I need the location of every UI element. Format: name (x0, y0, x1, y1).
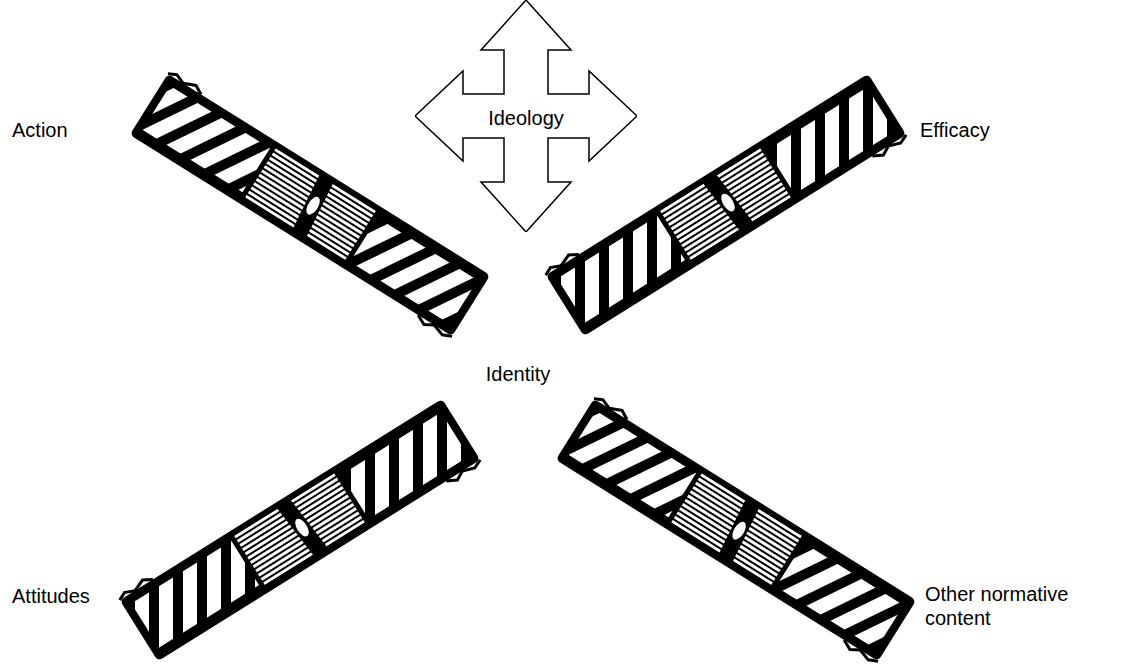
label-text: Attitudes (12, 585, 90, 607)
corner-label: Action (12, 118, 68, 142)
label-text: Efficacy (920, 119, 990, 141)
four-way-arrow: Ideology (415, 0, 637, 232)
corner-label: Attitudes (12, 584, 90, 608)
label-text: Other normative content (925, 583, 1068, 629)
corner-label: Efficacy (920, 118, 990, 142)
rope-figure (117, 395, 483, 666)
label-text: Identity (486, 363, 550, 385)
corner-label: Other normative content (925, 582, 1105, 630)
rope-figure (553, 395, 919, 666)
corner-label: Identity (418, 362, 618, 386)
label-text: Action (12, 119, 68, 141)
arrow-label: Ideology (488, 106, 564, 130)
arrow-shape (415, 0, 637, 232)
